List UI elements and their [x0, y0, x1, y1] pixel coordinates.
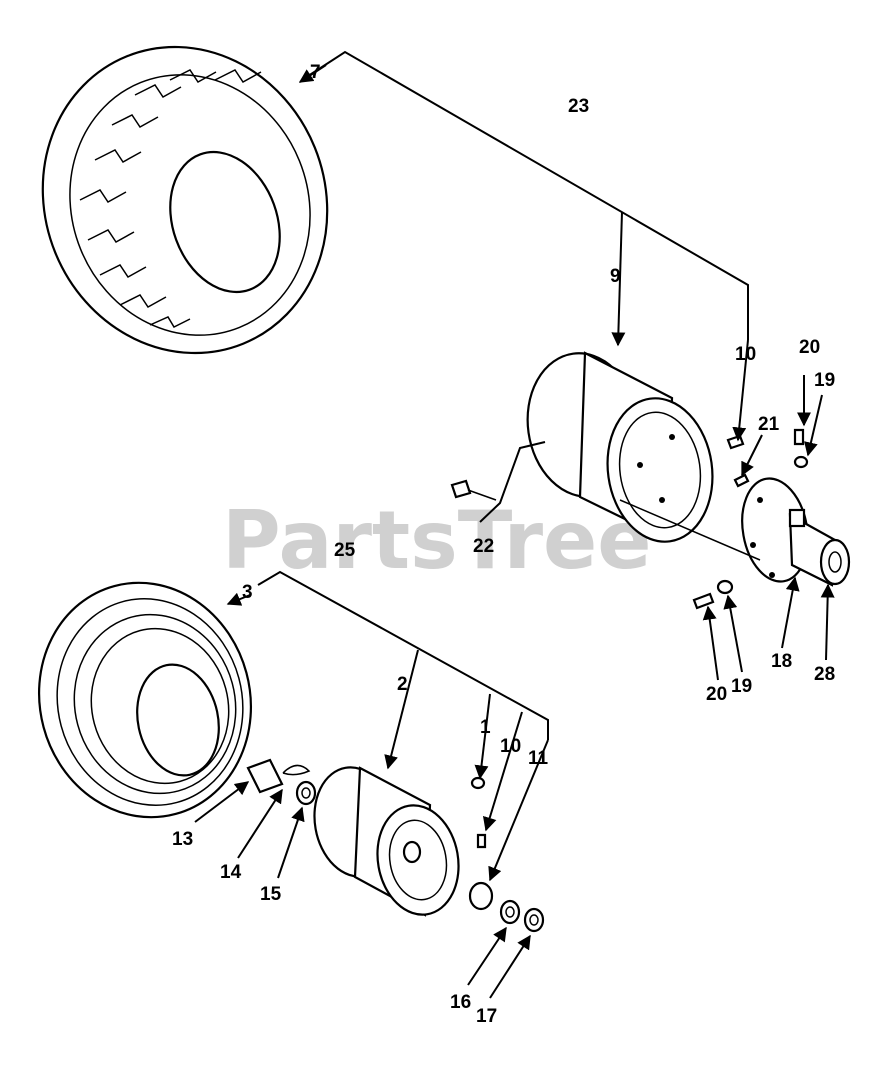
- callout-17: 17: [476, 1006, 497, 1027]
- callout-11: 11: [528, 748, 549, 769]
- callout-23: 23: [568, 96, 589, 117]
- callout-21: 21: [758, 414, 780, 435]
- callout-18: 18: [771, 651, 792, 672]
- bushing-13: [246, 758, 284, 794]
- callout-10: 10: [500, 736, 521, 757]
- callout-14: 14: [220, 862, 242, 883]
- watermark: PartsTree: [222, 494, 652, 587]
- washer-15: [295, 780, 317, 806]
- callout-20-top: 20: [799, 337, 820, 358]
- callout-15: 15: [260, 884, 282, 905]
- callout-28: 28: [814, 664, 835, 685]
- rear-tire: [41, 45, 329, 355]
- callout-2: 2: [397, 674, 408, 695]
- callout-7: 7: [310, 62, 321, 83]
- cotter-14: [282, 764, 311, 776]
- callout-13: 13: [172, 829, 193, 850]
- callout-16: 16: [450, 992, 471, 1013]
- callout-10-top: 10: [735, 344, 756, 365]
- front-wheel-rim: [313, 766, 460, 917]
- callout-3: 3: [242, 582, 253, 603]
- front-tire: [37, 581, 253, 819]
- nut-11: [468, 881, 494, 911]
- callout-20: 20: [706, 684, 727, 705]
- fitting-1: [470, 776, 486, 790]
- callout-19-top: 19: [814, 370, 835, 391]
- bolt-10: [476, 833, 487, 849]
- washer-17: [523, 907, 545, 933]
- washer-16: [499, 899, 521, 925]
- callout-22: 22: [473, 536, 494, 557]
- callout-19: 19: [731, 676, 752, 697]
- rear-hub: [741, 477, 851, 587]
- callout-9: 9: [610, 266, 621, 287]
- callout-25: 25: [334, 540, 356, 561]
- callouts: 7 23 9 10 20 19 21 22 25 3 2 1 10 11 20 …: [172, 62, 835, 1027]
- leader-lines: [194, 50, 835, 999]
- callout-1: 1: [480, 717, 491, 738]
